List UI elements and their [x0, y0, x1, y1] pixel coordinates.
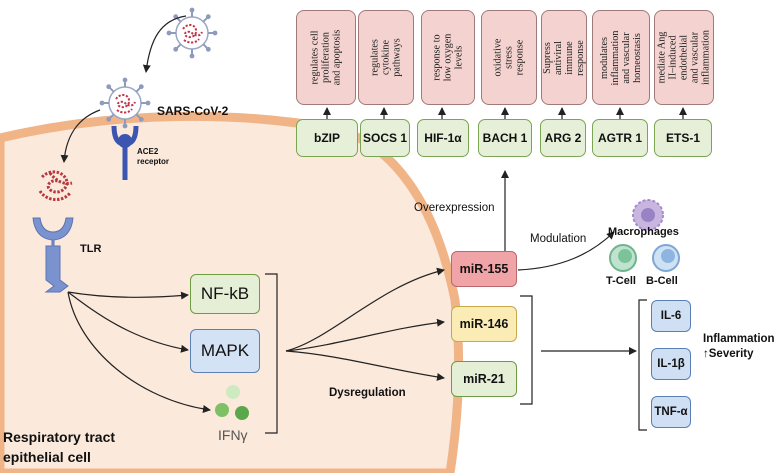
- b-cell-label: B-Cell: [646, 275, 678, 287]
- mirna-box-21: miR-21: [451, 361, 517, 397]
- function-box-bach1: oxidative stress response: [481, 10, 537, 105]
- target-box-socs1: SOCS 1: [360, 119, 410, 157]
- macrophages-label: Macrophages: [608, 226, 679, 238]
- ace2-receptor: [111, 125, 139, 180]
- virus-particle-top: [165, 6, 219, 60]
- target-box-bzip: bZIP: [296, 119, 358, 157]
- t-cell-label: T-Cell: [606, 275, 636, 287]
- tlr-label: TLR: [80, 243, 102, 255]
- target-box-arg2: ARG 2: [540, 119, 586, 157]
- b-cell-icon: [652, 244, 680, 272]
- overexpression-label: Overexpression: [414, 202, 495, 214]
- dysregulation-label: Dysregulation: [329, 387, 406, 399]
- target-box-bach1: BACH 1: [478, 119, 532, 157]
- function-box-agtr1: modulates inflammation and vascular home…: [592, 10, 650, 105]
- ifn-gamma-icon: [215, 385, 249, 420]
- target-box-agtr1: AGTR 1: [592, 119, 648, 157]
- pathway-box-nfkb: NF-kB: [190, 274, 260, 314]
- mirna-box-155: miR-155: [451, 251, 517, 287]
- cytokine-box-tnfa: TNF-α: [651, 396, 691, 428]
- target-box-hif1a: HIF-1α: [417, 119, 469, 157]
- ifn-gamma-label: IFNγ: [218, 427, 248, 443]
- cytokine-box-il6: IL-6: [651, 300, 691, 332]
- macrophage-icon: [632, 199, 664, 231]
- function-box-arg2: Supress antiviral immune response: [541, 10, 587, 105]
- tlr-receptor: [32, 217, 74, 293]
- inflammation-label: Inflammation: [703, 333, 775, 345]
- virus-particle-bound: [98, 76, 152, 130]
- cell-label-line2: epithelial cell: [3, 449, 91, 465]
- function-box-hif1a: response to low oxygen levels: [421, 10, 475, 105]
- function-box-socs1: regulates cytokine pathways: [358, 10, 414, 105]
- severity-label: ↑Severity: [703, 348, 754, 360]
- mirna-box-146: miR-146: [451, 306, 517, 342]
- viral-rna-icon: [38, 170, 73, 201]
- ace2-receptor-label: ACE2 receptor: [137, 147, 170, 166]
- modulation-label: Modulation: [530, 233, 587, 245]
- cytokine-box-il1b: IL-1β: [651, 348, 691, 380]
- virus-label: SARS-CoV-2: [157, 104, 229, 118]
- function-box-ets1: mediate Ang II–induced endothelial and v…: [654, 10, 714, 105]
- function-box-bzip: regulates cell proliferation and apoptos…: [296, 10, 356, 105]
- pathway-box-mapk: MAPK: [190, 329, 260, 373]
- target-box-ets1: ETS-1: [654, 119, 712, 157]
- t-cell-icon: [609, 244, 637, 272]
- cell-label-line1: Respiratory tract: [3, 429, 116, 445]
